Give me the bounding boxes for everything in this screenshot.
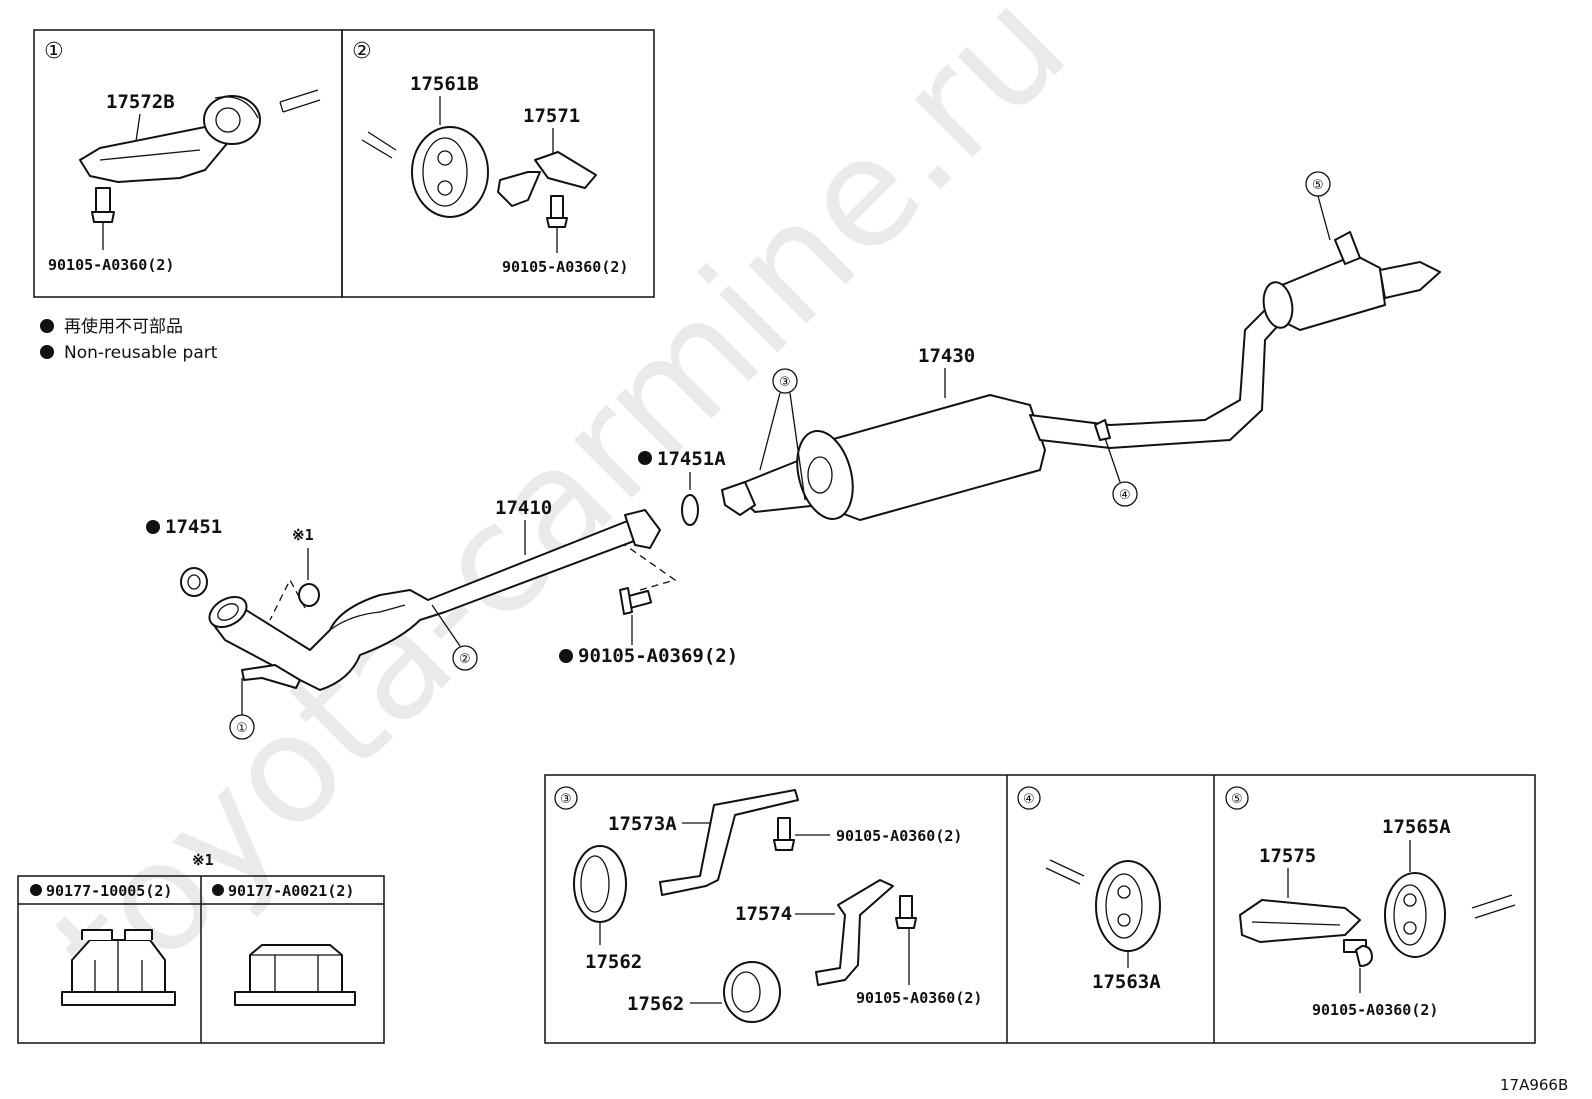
panel-1-number: ① xyxy=(44,39,64,64)
label-17572b: 17572B xyxy=(106,91,175,113)
label-17410: 17410 xyxy=(495,497,552,519)
nut-table-note: ※1 xyxy=(192,851,214,869)
label-17571: 17571 xyxy=(523,105,580,127)
pipe-stub xyxy=(279,89,321,113)
label-17575: 17575 xyxy=(1259,845,1316,867)
bracket-17573a xyxy=(659,789,799,896)
nut-icon xyxy=(298,583,320,607)
svg-text:①: ① xyxy=(236,721,248,736)
rubber-hanger-17562 xyxy=(573,845,627,923)
rubber-hanger-17565a xyxy=(1384,872,1446,958)
nut-table: ※1 90177-10005(2) 90177-A0021(2) xyxy=(17,851,385,1044)
rubber-hanger-17562 xyxy=(723,961,781,1023)
label-bolt-p3a: 90105-A0360(2) xyxy=(836,827,962,845)
legend-jp: 再使用不可部品 xyxy=(64,316,183,337)
svg-text:③: ③ xyxy=(779,375,791,390)
label-17451: 17451 xyxy=(165,516,222,538)
gasket-17451 xyxy=(180,567,208,597)
bolt-icon xyxy=(1343,939,1373,967)
flange-nut-icon xyxy=(234,944,356,1006)
label-17562-b: 17562 xyxy=(627,993,684,1015)
label-17574: 17574 xyxy=(735,903,792,925)
label-17451a: 17451A xyxy=(657,448,726,470)
bracket-17575 xyxy=(1239,899,1361,943)
label-17562-a: 17562 xyxy=(585,951,642,973)
svg-text:④: ④ xyxy=(1023,792,1035,807)
bracket-17574 xyxy=(815,879,894,986)
panel-2: ② 17561B 17571 90105-A0360(2) xyxy=(341,29,655,298)
label-bolt-p2: 90105-A0360(2) xyxy=(502,258,628,276)
panel-4: ④ 17563A xyxy=(1017,786,1161,993)
label-bolt-p3b: 90105-A0360(2) xyxy=(856,989,982,1007)
gasket-17451a xyxy=(681,494,699,526)
pipe-stub xyxy=(1471,894,1516,919)
bracket-17572b xyxy=(79,95,261,183)
svg-text:③: ③ xyxy=(560,792,572,807)
front-pipe-17410 xyxy=(208,509,661,691)
center-muffler-17430 xyxy=(721,231,1441,521)
label-17561b: 17561B xyxy=(410,73,479,95)
bolt-icon xyxy=(546,195,568,228)
bracket-17571 xyxy=(497,151,597,207)
bolt-icon xyxy=(773,817,795,851)
label-17565a: 17565A xyxy=(1382,816,1451,838)
label-nut-a: 90177-10005(2) xyxy=(46,882,172,900)
callout-5: ⑤ xyxy=(1305,171,1331,241)
label-17430: 17430 xyxy=(918,345,975,367)
bolt-icon xyxy=(619,587,653,615)
callout-1: ① xyxy=(229,678,255,740)
legend: 再使用不可部品 Non-reusable part xyxy=(40,316,218,363)
svg-text:⑤: ⑤ xyxy=(1231,792,1243,807)
rubber-hanger-17561b xyxy=(411,126,489,218)
panel-2-number: ② xyxy=(352,39,372,64)
castle-nut-icon xyxy=(61,929,176,1006)
label-17563a: 17563A xyxy=(1092,971,1161,993)
legend-en: Non-reusable part xyxy=(64,343,218,363)
callout-3: ③ xyxy=(759,368,806,501)
bolt-icon xyxy=(91,187,115,223)
panel-1: ① 17572B 90105-A0360(2) xyxy=(33,29,343,298)
detail-panels-frame xyxy=(544,774,1536,1044)
rubber-hanger-17563a xyxy=(1095,860,1161,952)
label-nut-b: 90177-A0021(2) xyxy=(228,882,354,900)
panel-3: ③ 17573A 90105-A0360(2) 17562 17574 9010… xyxy=(554,786,982,1023)
svg-text:⑤: ⑤ xyxy=(1312,178,1324,193)
label-bolt-90105-a0369: 90105-A0369(2) xyxy=(578,645,738,667)
label-17573a: 17573A xyxy=(608,813,677,835)
pipe-stub xyxy=(1045,859,1085,885)
svg-text:④: ④ xyxy=(1119,488,1131,503)
label-bolt-p1: 90105-A0360(2) xyxy=(48,256,174,274)
svg-text:②: ② xyxy=(459,652,471,667)
note-mark: ※1 xyxy=(292,526,314,544)
panel-5: ⑤ 17575 90105-A0360(2) 17565A xyxy=(1225,786,1516,1019)
figure-code: 17A966B xyxy=(1500,1076,1568,1094)
callout-4: ④ xyxy=(1104,437,1138,507)
pipe-stub xyxy=(361,131,397,159)
bolt-icon xyxy=(895,895,917,929)
label-bolt-p5: 90105-A0360(2) xyxy=(1312,1001,1438,1019)
callout-2: ② xyxy=(431,604,478,671)
